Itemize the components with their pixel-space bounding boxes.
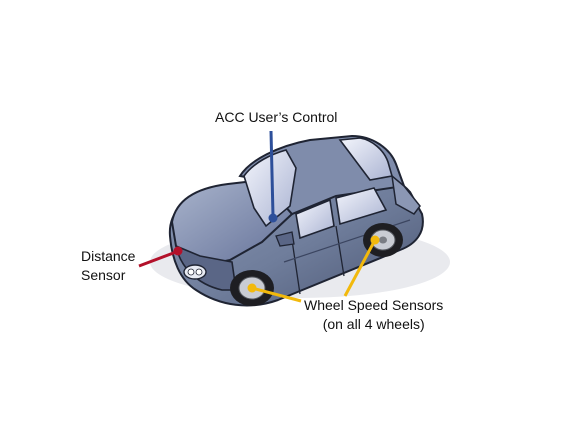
distance-sensor-label-line-2: Sensor [81, 267, 126, 283]
car-rear-window [338, 137, 394, 181]
wheel-sensor-leader [251, 286, 302, 303]
distance-sensor-leader [138, 250, 177, 268]
headlight-inner [187, 268, 195, 276]
headlight-icon [183, 264, 207, 280]
rear-wheel [363, 223, 403, 257]
car-door-line [335, 225, 345, 277]
side-mirror-icon [275, 231, 295, 247]
wheel-sensor-leader [343, 239, 377, 297]
sensor-dot [370, 235, 380, 245]
car-door-line [291, 239, 301, 295]
sensor-dot [247, 283, 257, 293]
distance-sensor-label-line-1: Distance [81, 248, 136, 264]
car-front-side-window [295, 198, 335, 240]
car-rear-side-window [335, 187, 388, 226]
wheel-speed-sensors-label: Wheel Speed Sensors (on all 4 wheels) [304, 296, 443, 334]
car-windshield [243, 149, 297, 228]
sensor-dot [173, 246, 183, 256]
acc-control-label: ACC User’s Control [215, 109, 338, 125]
distance-sensor-label: Distance Sensor [81, 247, 135, 285]
wheel-speed-sensors-label-line-1: Wheel Speed Sensors [304, 297, 444, 313]
headlight-inner [195, 268, 203, 276]
acc-control-leader [269, 130, 275, 217]
car-front-bumper [174, 244, 237, 291]
car-trunk [390, 174, 421, 215]
wheel-speed-sensors-label-line-2: (on all 4 wheels) [322, 316, 425, 332]
sensor-dot [268, 213, 278, 223]
